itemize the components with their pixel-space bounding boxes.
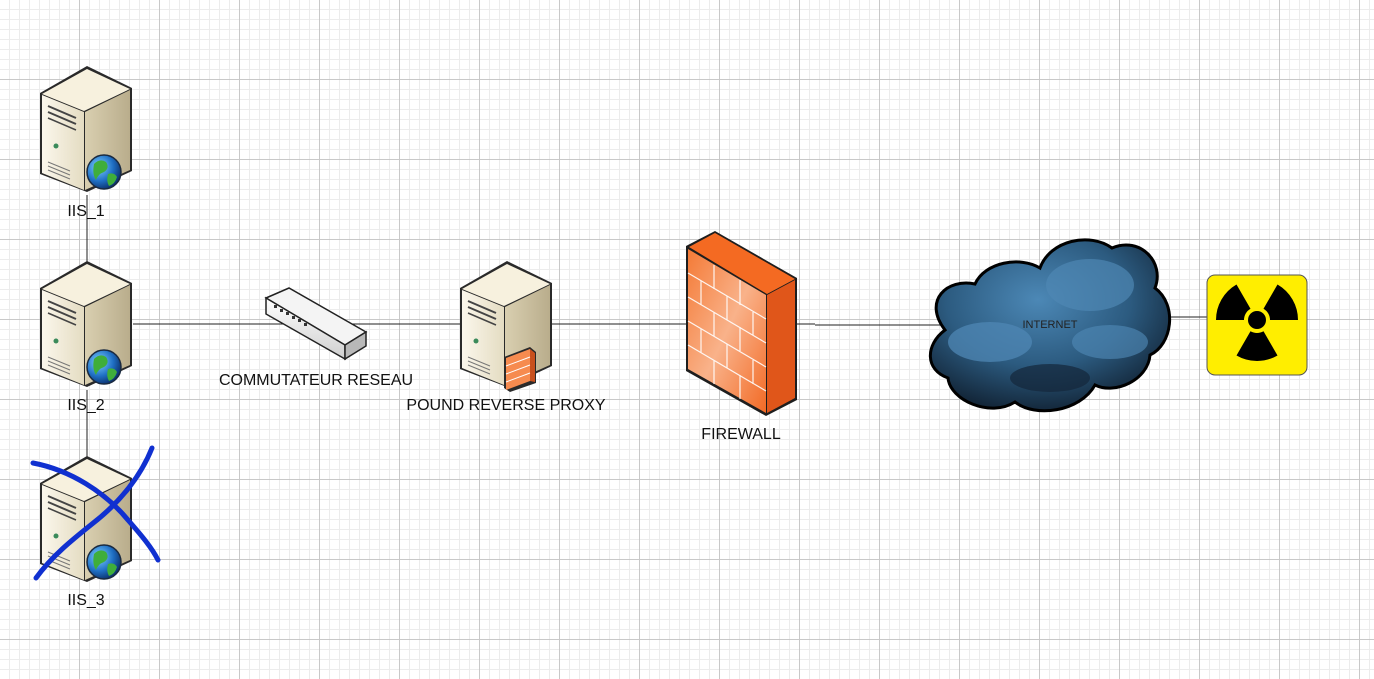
firewall-label: FIREWALL	[701, 426, 781, 443]
mini-firewall-icon	[504, 347, 536, 392]
firewall-icon	[686, 231, 797, 416]
iis-2-label: IIS_2	[67, 397, 105, 414]
crossed-out-mark	[30, 445, 161, 581]
network-switch-icon	[264, 287, 368, 361]
internet-node[interactable]	[928, 238, 1172, 413]
iis-3-node[interactable]	[30, 445, 161, 583]
reverse-proxy-node[interactable]	[459, 260, 553, 392]
network-switch-label: COMMUTATEUR RESEAU	[218, 372, 414, 389]
iis-1-node[interactable]	[39, 65, 133, 193]
threat-node[interactable]	[1206, 274, 1308, 376]
reverse-proxy-label: POUND REVERSE PROXY	[406, 397, 606, 414]
globe-icon	[86, 544, 122, 580]
firewall-node[interactable]	[686, 231, 797, 416]
iis-3-label: IIS_3	[67, 592, 105, 609]
radiation-hazard-icon	[1206, 274, 1308, 376]
globe-icon	[86, 154, 122, 190]
globe-icon	[86, 349, 122, 385]
network-switch-node[interactable]	[264, 287, 368, 361]
iis-2-node[interactable]	[39, 260, 133, 388]
iis-1-label: IIS_1	[67, 203, 105, 220]
internet-label: INTERNET	[1022, 319, 1078, 331]
cloud-icon	[928, 238, 1172, 413]
